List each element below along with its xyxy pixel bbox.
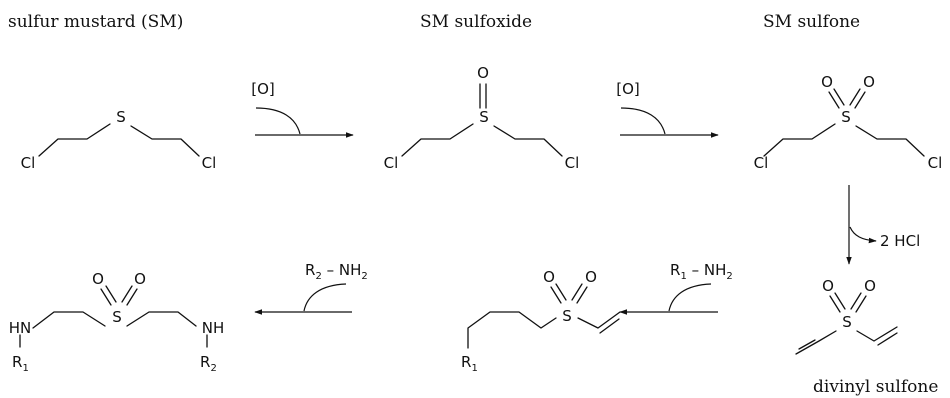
atom-oxygen: O — [585, 268, 597, 286]
reagent-curve — [303, 283, 347, 312]
molecule-sm-sulfoxide: Cl S O Cl — [384, 64, 580, 172]
molecule-sm-sulfone: Cl S O O Cl — [754, 73, 943, 172]
bond-double — [834, 292, 846, 310]
atom-chlorine: Cl — [21, 154, 36, 172]
atom-chlorine: Cl — [928, 154, 943, 172]
group-r1: R1 — [12, 353, 29, 374]
bond-double — [576, 286, 588, 304]
bond-double — [798, 339, 816, 350]
atom-oxygen: O — [863, 73, 875, 91]
molecule-divinyl-sulfone: S O O — [795, 277, 898, 355]
atom-sulfur: S — [841, 108, 851, 126]
reagent-amine-r2: R2 – NH2 — [305, 261, 368, 282]
bond — [493, 125, 563, 157]
atom-chlorine: Cl — [754, 154, 769, 172]
atom-chlorine: Cl — [565, 154, 580, 172]
reagent-curve — [668, 283, 712, 312]
atom-sulfur: S — [842, 313, 852, 331]
atom-chlorine: Cl — [384, 154, 399, 172]
atom-sulfur: S — [479, 108, 489, 126]
molecule-sulfur-mustard: Cl S Cl — [21, 108, 217, 172]
bond-double — [828, 91, 840, 109]
atom-amine-nh: HN — [9, 319, 32, 337]
atom-oxygen: O — [477, 64, 489, 82]
bond — [856, 326, 898, 342]
molecule-bis-adduct: HN S O O NH R1 R2 — [9, 270, 225, 374]
bond — [130, 125, 200, 157]
bond — [763, 123, 836, 157]
arrow-oxidation-1: [O] — [251, 80, 354, 138]
reagent-amine-r1: R1 – NH2 — [670, 261, 733, 282]
byproduct-hcl: 2 HCl — [880, 232, 920, 250]
atom-oxygen: O — [821, 73, 833, 91]
reagent-curve — [255, 107, 301, 135]
caption-sulfur-mustard: sulfur mustard (SM) — [8, 12, 183, 32]
bond — [855, 125, 925, 157]
bond-double — [550, 286, 562, 304]
atom-sulfur: S — [112, 308, 122, 326]
caption-divinyl-sulfone: divinyl sulfone — [813, 377, 938, 397]
atom-oxygen: O — [822, 277, 834, 295]
atom-oxygen: O — [864, 277, 876, 295]
reagent-oxidant: [O] — [251, 80, 275, 98]
atom-oxygen: O — [92, 270, 104, 288]
arrow-amine-addition-2: R2 – NH2 — [254, 261, 368, 315]
group-r1: R1 — [461, 353, 478, 374]
caption-sm-sulfone: SM sulfone — [763, 12, 860, 32]
bond-double — [855, 295, 867, 313]
bond — [577, 311, 621, 329]
reagent-oxidant: [O] — [616, 80, 640, 98]
arrow-amine-addition-1: R1 – NH2 — [619, 261, 733, 315]
atom-amine-nh: NH — [202, 319, 225, 337]
bond-double — [555, 283, 567, 301]
bond-double — [877, 332, 898, 346]
bond — [32, 311, 106, 329]
bond-double — [833, 88, 845, 106]
arrow-elimination: 2 HCl — [846, 185, 920, 265]
group-r2: R2 — [200, 353, 217, 374]
byproduct-curve — [849, 226, 877, 244]
bond — [126, 311, 197, 327]
bond-double — [599, 318, 620, 334]
bond-double — [849, 88, 861, 106]
bond-double — [100, 288, 112, 306]
bond-double — [850, 292, 862, 310]
molecule-mono-adduct: S O O R1 — [461, 268, 621, 374]
bond-double — [126, 288, 138, 306]
bond — [38, 123, 111, 157]
atom-oxygen: O — [134, 270, 146, 288]
atom-chlorine: Cl — [202, 154, 217, 172]
bond-double — [105, 285, 117, 303]
bond-double — [121, 285, 133, 303]
reagent-curve — [620, 107, 666, 135]
caption-sm-sulfoxide: SM sulfoxide — [420, 12, 532, 32]
atom-oxygen: O — [543, 268, 555, 286]
bond-double — [571, 283, 583, 301]
atom-sulfur: S — [116, 108, 126, 126]
bond — [795, 330, 837, 355]
atom-sulfur: S — [562, 307, 572, 325]
arrow-oxidation-2: [O] — [616, 80, 719, 138]
bond — [401, 123, 474, 157]
bond — [467, 311, 557, 349]
bond-double — [854, 91, 866, 109]
bond-double — [829, 295, 841, 313]
